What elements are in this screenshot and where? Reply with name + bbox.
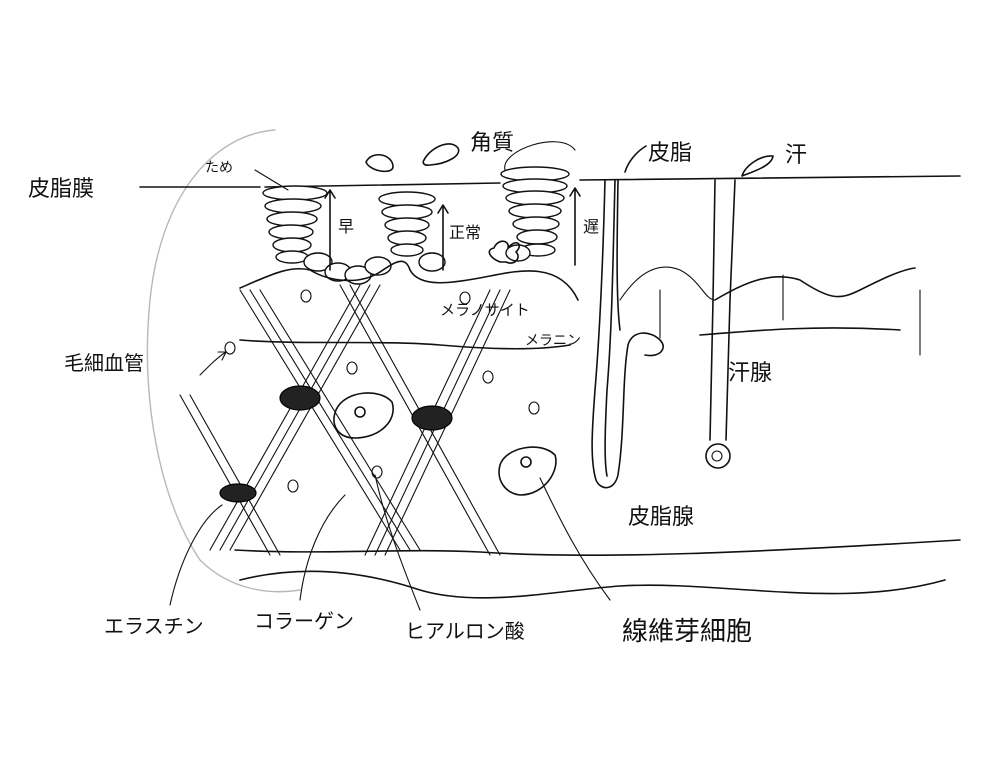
cell-stack-2 bbox=[378, 191, 436, 257]
fiber-knot-2 bbox=[411, 405, 453, 431]
right-vertical-line bbox=[659, 274, 921, 356]
arrow-up-3 bbox=[569, 187, 581, 266]
fiber-bundle-1 bbox=[239, 289, 421, 551]
pointer-skin-membrane bbox=[254, 169, 289, 191]
label-sweat-gland: 汗腺 bbox=[728, 361, 772, 386]
label-sebum-top: 皮脂 bbox=[648, 141, 692, 166]
dermis-upper-line bbox=[239, 339, 571, 350]
label-arrow-tag: ため bbox=[205, 160, 233, 176]
arrow-up-1 bbox=[324, 189, 336, 271]
sweat-duct bbox=[709, 179, 736, 441]
label-sweat-top: 汗 bbox=[785, 143, 807, 168]
fiber-knot-1 bbox=[279, 385, 321, 411]
label-skin-membrane: 皮脂膜 bbox=[28, 177, 94, 202]
melanocyte-cell bbox=[488, 240, 521, 264]
fibroblast-1 bbox=[333, 392, 394, 439]
hypodermis-lower-line bbox=[239, 570, 946, 599]
sebum-blob-2 bbox=[422, 143, 460, 166]
label-melanocyte: メラノサイト bbox=[440, 301, 530, 319]
basal-cells bbox=[303, 244, 531, 285]
dermal-dots bbox=[224, 289, 540, 493]
label-mark-a: 早 bbox=[338, 217, 354, 236]
pointer-collagen bbox=[299, 494, 346, 601]
label-capillary: 毛細血管 bbox=[64, 351, 144, 375]
sweat-gland-coil bbox=[705, 443, 731, 469]
basement-membrane-line bbox=[239, 260, 579, 301]
fiber-bundle-5 bbox=[179, 394, 281, 556]
fibroblast-2 bbox=[498, 446, 557, 496]
pointer-capillary bbox=[199, 351, 227, 376]
follicle-outer bbox=[591, 179, 664, 489]
sebum-blob-1 bbox=[365, 154, 394, 173]
arrow-up-2 bbox=[437, 204, 449, 271]
fiber-knot-3 bbox=[219, 483, 257, 503]
label-collagen: コラーゲン bbox=[254, 609, 354, 633]
label-mark-b: 正常 bbox=[449, 223, 481, 242]
cell-stack-1 bbox=[262, 185, 328, 264]
fibroblast-1-nucleus bbox=[354, 406, 366, 418]
sebum-drop-3 bbox=[624, 145, 647, 173]
hypodermis-upper-line bbox=[234, 539, 961, 557]
faint-outline bbox=[146, 129, 301, 593]
label-hyaluronic-acid: ヒアルロン酸 bbox=[405, 619, 525, 643]
pointer-hyaluronic bbox=[374, 474, 421, 611]
label-mark-c: 遅 bbox=[583, 217, 599, 236]
right-lower-line bbox=[699, 327, 901, 336]
cell-stack-3 bbox=[500, 166, 570, 257]
keratin-bracket bbox=[504, 141, 576, 171]
sweat-drop bbox=[741, 155, 774, 177]
label-keratin: 角質 bbox=[470, 131, 514, 156]
sweat-gland-core bbox=[711, 450, 723, 462]
right-inner-curve bbox=[619, 266, 716, 301]
label-melanin: メラニン bbox=[525, 333, 581, 349]
pointer-fibroblast bbox=[539, 477, 611, 601]
follicle-inner bbox=[604, 179, 621, 477]
label-fibroblast: 線維芽細胞 bbox=[622, 617, 752, 647]
right-wave-line bbox=[714, 267, 916, 301]
label-sebaceous-gland: 皮脂腺 bbox=[628, 505, 694, 530]
fiber-bundle-2 bbox=[209, 284, 381, 551]
pointer-elastin bbox=[169, 504, 223, 606]
fibroblast-2-nucleus bbox=[520, 456, 532, 468]
label-elastin: エラスチン bbox=[104, 614, 204, 638]
